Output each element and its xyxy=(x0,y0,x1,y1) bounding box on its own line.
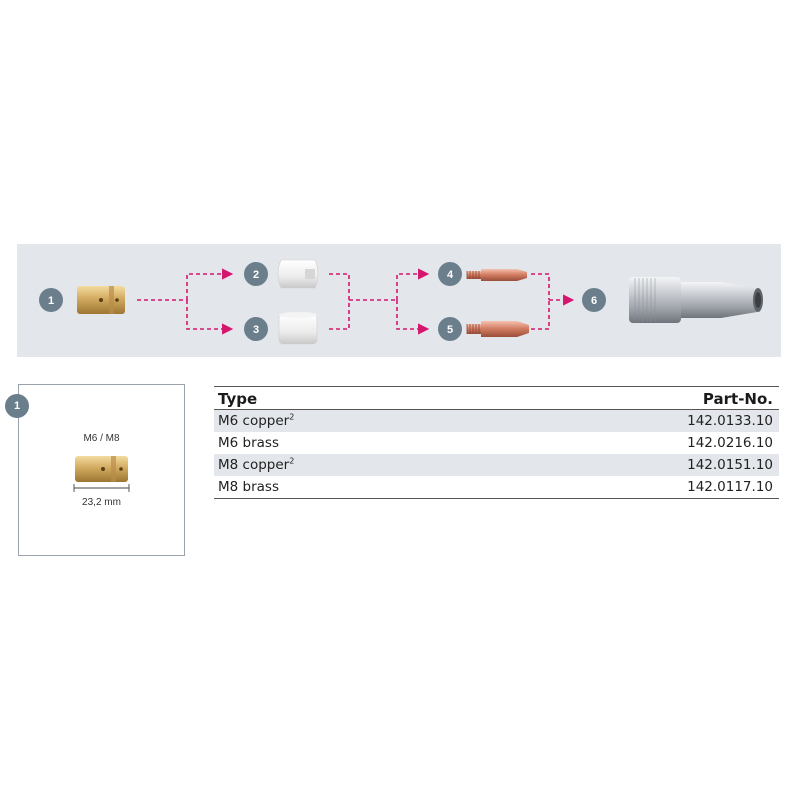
badge-2: 2 xyxy=(244,262,268,286)
table-row: M6 copper2 142.0133.10 xyxy=(214,409,779,432)
type-cell: M8 copper2 xyxy=(214,454,479,476)
badge-6-label: 6 xyxy=(591,295,597,307)
part-no-cell: 142.0117.10 xyxy=(478,476,779,499)
badge-4: 4 xyxy=(438,262,462,286)
badge-3: 3 xyxy=(244,317,268,341)
badge-3-label: 3 xyxy=(253,324,259,336)
badge-6: 6 xyxy=(582,288,606,312)
assembly-diagram: 1 2 3 4 5 6 xyxy=(17,244,781,357)
part-no-cell: 142.0216.10 xyxy=(687,435,773,451)
badge-4-label: 4 xyxy=(447,269,454,281)
size-label: M6 / M8 xyxy=(83,433,120,444)
part-no-header: Part-No. xyxy=(478,386,779,410)
footnote-mark: 2 xyxy=(289,412,295,422)
assembly-diagram-graphic: 1 2 3 4 5 6 xyxy=(39,259,763,345)
part-1-tip-holder-image xyxy=(77,286,125,314)
table-row: M6 brass 142.0216.10 xyxy=(214,432,779,454)
part-no-cell: 142.0151.10 xyxy=(478,454,779,476)
dimension-label: 23,2 mm xyxy=(82,497,121,508)
type-cell: M6 copper2 xyxy=(214,409,479,432)
footnote-mark: 2 xyxy=(289,456,295,466)
badge-1: 1 xyxy=(39,288,63,312)
parts-table: Type Part-No. M6 copper2 142.0133.10 M6 … xyxy=(214,386,779,499)
badge-1-label: 1 xyxy=(48,295,54,307)
dimension-line xyxy=(73,484,130,492)
table-header-row: Type Part-No. xyxy=(214,386,779,410)
part-6-gas-nozzle-image xyxy=(629,277,763,323)
connector-lines xyxy=(137,268,575,335)
part-5-contact-tip-image xyxy=(466,321,529,337)
type-cell: M8 brass xyxy=(214,476,479,499)
detail-part-image xyxy=(73,456,130,492)
table-row: M8 copper2 142.0151.10 xyxy=(214,454,779,476)
part-2-insulator-image xyxy=(277,259,319,289)
table-row: M8 brass 142.0117.10 xyxy=(214,476,779,499)
badge-5: 5 xyxy=(438,317,462,341)
detail-badge: 1 xyxy=(5,394,29,418)
part-3-insulator-image xyxy=(278,312,318,345)
badge-5-label: 5 xyxy=(447,324,453,336)
type-cell: M6 brass xyxy=(218,435,279,451)
badge-2-label: 2 xyxy=(253,269,259,281)
part-4-contact-tip-image xyxy=(466,269,527,281)
type-header: Type xyxy=(214,386,479,410)
part-no-cell: 142.0133.10 xyxy=(478,409,779,432)
